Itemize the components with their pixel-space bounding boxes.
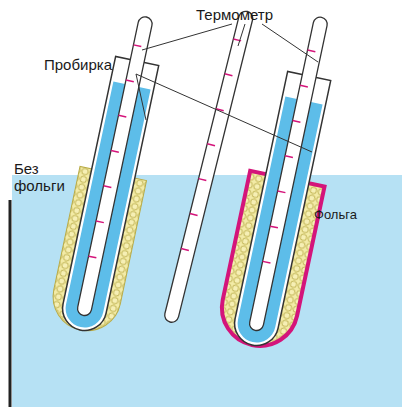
tick-mark bbox=[207, 144, 215, 146]
tick-mark bbox=[111, 151, 119, 153]
tick-mark bbox=[126, 80, 134, 82]
test-tube-label: Пробирка bbox=[44, 56, 144, 73]
tick-mark bbox=[293, 121, 301, 123]
tick-mark bbox=[190, 214, 198, 216]
tick-mark bbox=[89, 256, 97, 258]
tick-mark bbox=[308, 50, 316, 52]
tick-mark bbox=[199, 179, 207, 181]
no-foil-label: Без фольги bbox=[14, 160, 76, 194]
tick-mark bbox=[278, 191, 286, 193]
thermometer-ticks bbox=[89, 45, 142, 258]
thermometer-ticks bbox=[181, 39, 241, 251]
tick-mark bbox=[263, 261, 271, 263]
tick-mark bbox=[181, 249, 189, 251]
tick-mark bbox=[285, 156, 293, 158]
vessel-wall bbox=[9, 200, 12, 407]
tick-mark bbox=[225, 74, 233, 76]
tick-mark bbox=[300, 85, 308, 87]
thermometer-label: Термометр bbox=[196, 6, 306, 23]
thermometer-ticks bbox=[263, 50, 316, 263]
foil-label: Фольга bbox=[314, 206, 384, 223]
tube-with-foil bbox=[215, 9, 359, 352]
tick-mark bbox=[104, 186, 112, 188]
thermometer bbox=[248, 16, 328, 332]
tick-mark bbox=[96, 221, 104, 223]
leader-lines bbox=[136, 24, 318, 152]
tick-mark bbox=[270, 226, 278, 228]
tick-mark bbox=[118, 115, 126, 117]
tick-mark bbox=[133, 45, 141, 47]
